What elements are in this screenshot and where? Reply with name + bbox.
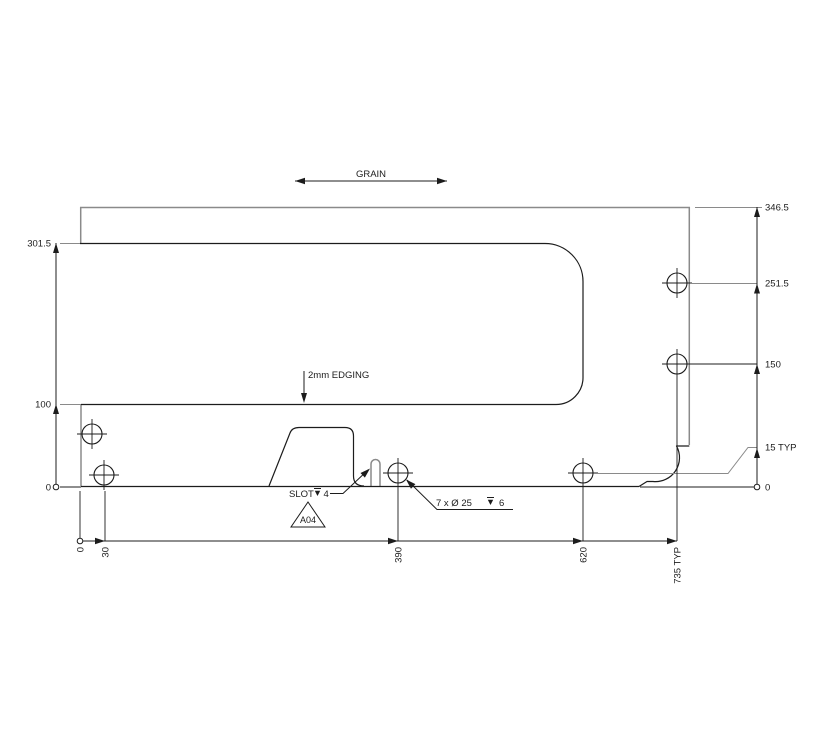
dim-bottom-620: 620 xyxy=(579,547,590,563)
holes xyxy=(77,268,692,490)
dim-bottom-390: 390 xyxy=(394,547,405,563)
part-feature-edges xyxy=(80,242,690,488)
slot-depth-value: 4 xyxy=(324,489,329,500)
dim-left-100: 100 xyxy=(35,400,51,411)
arrow-up-icon xyxy=(53,243,59,253)
datum-origins xyxy=(52,483,761,545)
edge-marker-label: A04 xyxy=(300,515,316,525)
grain-label: GRAIN xyxy=(356,169,386,180)
hole-center-mark xyxy=(568,458,598,488)
leader-arrow-icon xyxy=(360,468,370,478)
hole-center-mark xyxy=(383,458,413,488)
extension-lines-light xyxy=(60,207,762,474)
arrow-up-icon xyxy=(53,404,59,414)
bottom-right-step xyxy=(638,445,690,488)
hole-center-mark xyxy=(77,419,107,449)
arrow-up-icon xyxy=(754,283,760,294)
arrowheads xyxy=(53,177,760,545)
arrow-right-icon xyxy=(388,537,398,545)
u-cutout-outline xyxy=(80,242,584,406)
dim-right-15typ: 15 TYP xyxy=(765,443,797,454)
arrow-up-icon xyxy=(754,364,760,374)
holes-label: 7 x Ø 25 xyxy=(436,498,472,509)
slot-outline xyxy=(370,458,381,487)
hole-center-mark xyxy=(662,349,692,379)
dim-right-251_5: 251.5 xyxy=(765,279,789,290)
dim-right-346_5: 346.5 xyxy=(765,203,789,214)
dim-bottom-0: 0 xyxy=(76,547,87,552)
arrow-left-icon xyxy=(295,177,305,185)
dim-left-301_5: 301.5 xyxy=(27,239,51,250)
edging-label: 2mm EDGING xyxy=(308,370,369,381)
datum-origin-icon xyxy=(76,537,84,545)
hole-center-mark xyxy=(662,268,692,298)
bottom-bump-outline xyxy=(268,426,365,487)
depth-symbol-icon xyxy=(487,497,494,505)
arrow-right-icon xyxy=(573,537,583,545)
edge-marker-triangle xyxy=(290,501,326,528)
dim-right-0: 0 xyxy=(765,483,770,494)
part-body-edges xyxy=(79,206,691,487)
dim-bottom-30: 30 xyxy=(101,547,112,558)
dim-left-0: 0 xyxy=(46,483,51,494)
arrow-right-icon xyxy=(437,177,447,185)
extension-lines-dark xyxy=(60,363,757,541)
leader-arrow-icon xyxy=(406,479,416,489)
hole-center-mark xyxy=(89,460,119,490)
holes-depth-value: 6 xyxy=(499,498,504,509)
dim-right-150: 150 xyxy=(765,360,781,371)
dim-bottom-735typ: 735 TYP xyxy=(673,547,684,584)
arrow-down-icon xyxy=(301,393,307,403)
arrow-right-icon xyxy=(667,537,677,545)
holes-leader-line xyxy=(406,479,513,510)
datum-origin-icon xyxy=(753,483,761,491)
arrow-up-icon xyxy=(754,448,760,458)
datum-origin-icon xyxy=(52,483,60,491)
arrow-right-icon xyxy=(95,537,105,545)
depth-symbol-icon xyxy=(314,488,321,496)
slot-leader-line xyxy=(330,469,369,494)
arrow-up-icon xyxy=(754,207,760,217)
slot-label: SLOT xyxy=(289,489,314,500)
ext-15typ-jogged xyxy=(594,447,757,474)
